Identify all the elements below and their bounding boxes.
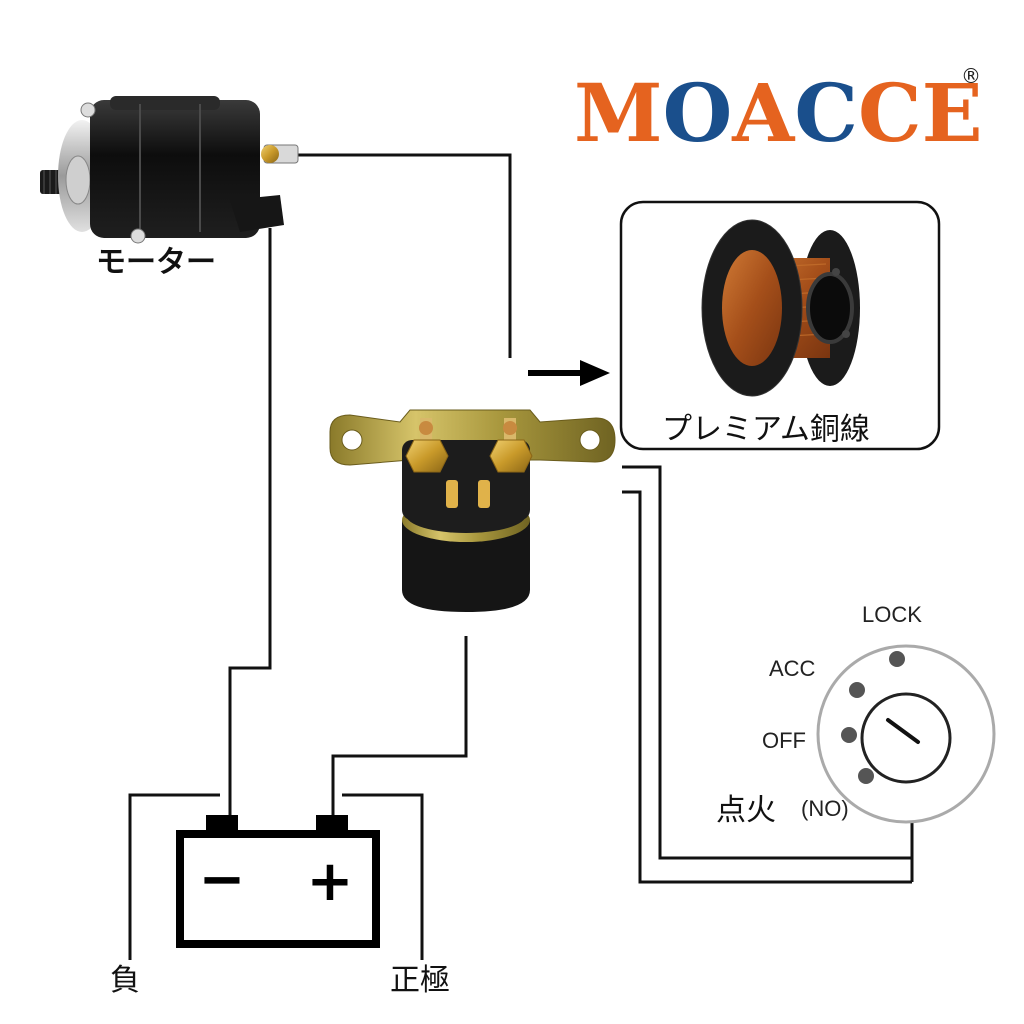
position-dot-on: [858, 768, 874, 784]
position-dot-off: [841, 727, 857, 743]
wire-solenoid-to-battery-positive: [331, 636, 468, 818]
brand-letter-c1: C: [794, 66, 858, 160]
battery-icon: [176, 815, 380, 948]
ignition-switch-icon: [816, 644, 996, 824]
brand-letter-m: M: [574, 66, 663, 160]
brand-letter-o: O: [663, 66, 733, 160]
copper-spool-icon: [701, 219, 860, 397]
wire-motor-to-battery-negative: [228, 228, 272, 818]
arrow-icon: [528, 360, 610, 386]
brand-text: MOACCE: [574, 66, 983, 160]
battery-plus-symbol: +: [307, 849, 354, 914]
battery-minus-symbol: −: [199, 847, 246, 912]
ignition-on-label: (NO): [801, 796, 849, 821]
wire-negative-lead: [128, 793, 220, 960]
position-dot-lock: [889, 651, 905, 667]
wire-callout-label: プレミアム銅線: [662, 412, 870, 447]
copper-wire-callout: プレミアム銅線: [619, 200, 941, 451]
position-dot-acc: [849, 682, 865, 698]
ignition-off-label: OFF: [762, 728, 806, 753]
motor-label: モーター: [96, 245, 216, 280]
registered-mark: ®: [961, 64, 981, 88]
brand-letter-c2: C: [858, 66, 922, 160]
ignition-key-indicator: [886, 718, 920, 744]
ignition-acc-label: ACC: [769, 656, 816, 681]
ignition-label: 点火: [716, 793, 776, 828]
wires: [128, 153, 914, 960]
brand-logo: MOACCE ®: [574, 64, 983, 160]
battery-negative-terminal: [206, 815, 238, 833]
battery-positive-label: 正極: [390, 963, 450, 998]
wire-motor-to-solenoid: [298, 153, 512, 358]
ignition-lock-label: LOCK: [862, 602, 922, 627]
wire-solenoid-to-ignition-a: [622, 465, 912, 860]
wire-positive-lead: [342, 793, 424, 960]
battery-positive-terminal: [316, 815, 348, 833]
brand-letter-e: E: [922, 66, 983, 160]
starter-motor-icon: [40, 96, 299, 244]
battery-negative-label: 負: [110, 963, 140, 998]
brand-letter-a: A: [731, 66, 795, 160]
solenoid-relay-icon: [329, 409, 616, 612]
wire-solenoid-to-ignition-b: [622, 490, 912, 884]
